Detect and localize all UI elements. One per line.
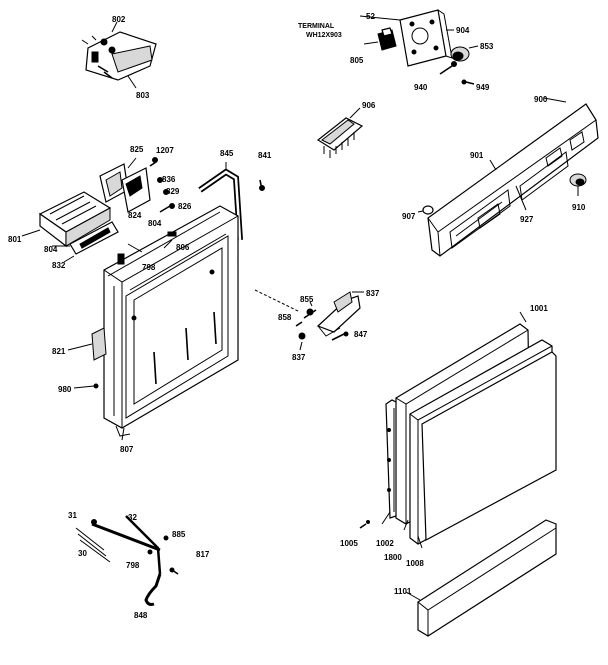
part-label: 801 bbox=[8, 235, 22, 244]
interlock-switch-part bbox=[99, 163, 151, 213]
part-label: 853 bbox=[480, 42, 494, 51]
part-label: 802 bbox=[112, 15, 126, 24]
part-label: 904 bbox=[456, 26, 470, 35]
part-label: 906 bbox=[362, 101, 376, 110]
part-label: 1001 bbox=[530, 304, 548, 313]
knob-part bbox=[450, 46, 470, 62]
part-label: 885 bbox=[172, 530, 186, 539]
door-latch-part bbox=[295, 291, 361, 341]
part-label: 1008 bbox=[406, 559, 424, 568]
part-label: 940 bbox=[414, 83, 428, 92]
switch-assembly-part bbox=[81, 31, 157, 81]
door-spring-part bbox=[75, 515, 162, 606]
screw-part bbox=[359, 520, 370, 529]
part-label: 907 bbox=[402, 212, 416, 221]
part-label: 1002 bbox=[376, 539, 394, 548]
part-label: 1101 bbox=[394, 587, 412, 596]
part-label: 807 bbox=[120, 445, 134, 454]
part-label: 804 bbox=[148, 219, 162, 228]
control-knob-part bbox=[569, 173, 587, 196]
part-label: 841 bbox=[258, 151, 272, 160]
part-label: 927 bbox=[520, 215, 534, 224]
hinge-bracket-part bbox=[198, 168, 243, 241]
part-label: 824 bbox=[128, 211, 142, 220]
part-label: 848 bbox=[134, 611, 148, 620]
part-label: 805 bbox=[350, 56, 364, 65]
terminal-note-line1: TERMINAL bbox=[298, 23, 335, 30]
part-label: 901 bbox=[470, 151, 484, 160]
part-label: 910 bbox=[572, 203, 586, 212]
part-label: 1800 bbox=[384, 553, 402, 562]
part-label: 832 bbox=[52, 261, 66, 270]
part-label: 858 bbox=[278, 313, 292, 322]
screw-part bbox=[439, 61, 475, 85]
part-label: 825 bbox=[130, 145, 144, 154]
part-label: 836 bbox=[162, 175, 176, 184]
vent-assembly-part bbox=[38, 191, 119, 255]
part-label: 32 bbox=[128, 513, 137, 522]
selector-switch-part bbox=[316, 117, 364, 158]
terminal-block-part bbox=[377, 27, 397, 51]
screw-part bbox=[149, 157, 175, 213]
timer-part bbox=[399, 9, 453, 67]
part-label: 900 bbox=[534, 95, 548, 104]
part-label: 30 bbox=[78, 549, 87, 558]
part-label: 804 bbox=[44, 245, 58, 254]
screw-part bbox=[259, 179, 265, 191]
part-label: 837 bbox=[292, 353, 306, 362]
inner-door-panel-part bbox=[91, 205, 239, 437]
part-label: 980 bbox=[58, 385, 72, 394]
control-panel-part bbox=[427, 103, 599, 257]
part-label: 806 bbox=[176, 243, 190, 252]
part-label: 837 bbox=[366, 289, 380, 298]
terminal-note-line2: WH12X903 bbox=[306, 32, 342, 39]
part-label: 817 bbox=[196, 550, 210, 559]
part-label: 798 bbox=[142, 263, 156, 272]
door-front-panel-part bbox=[421, 351, 557, 541]
part-label: 821 bbox=[52, 347, 66, 356]
part-label: 855 bbox=[300, 295, 314, 304]
part-label: 803 bbox=[136, 91, 150, 100]
part-label: 1207 bbox=[156, 146, 174, 155]
push-button-part bbox=[422, 205, 434, 215]
part-label: 798 bbox=[126, 561, 140, 570]
screw-part bbox=[163, 535, 179, 575]
part-label: 31 bbox=[68, 511, 77, 520]
part-label: 1005 bbox=[340, 539, 358, 548]
kick-plate-part bbox=[417, 519, 557, 637]
part-label: 829 bbox=[166, 187, 180, 196]
part-label: 52 bbox=[366, 12, 375, 21]
part-label: 826 bbox=[178, 202, 192, 211]
part-label: 949 bbox=[476, 83, 490, 92]
part-label: 847 bbox=[354, 330, 368, 339]
part-label: 845 bbox=[220, 149, 234, 158]
